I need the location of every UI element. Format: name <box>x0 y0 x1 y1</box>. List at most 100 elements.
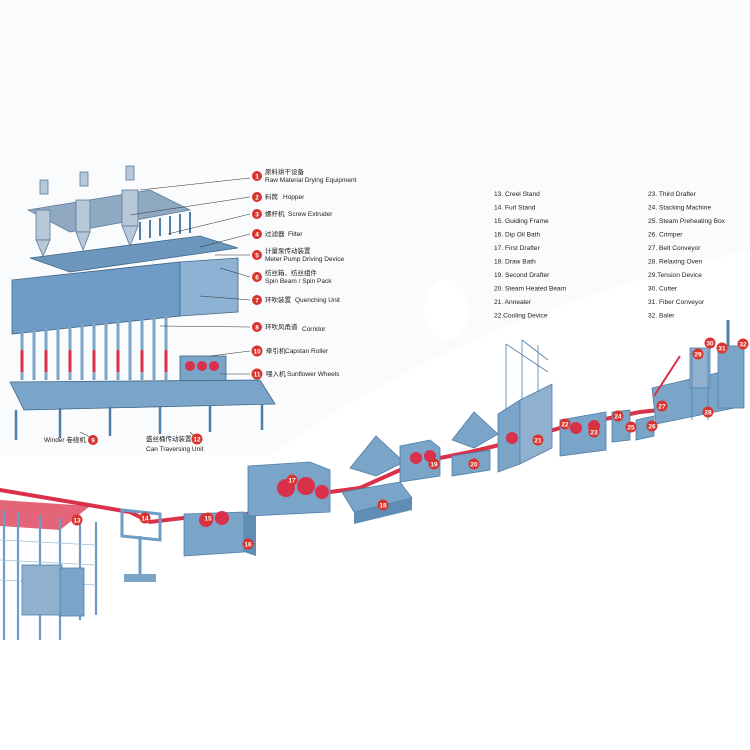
svg-text:料筒: 料筒 <box>265 192 279 201</box>
svg-text:Capstan Roller: Capstan Roller <box>285 348 329 355</box>
callout-5: 5 计量泵传动装置 Meter Pump Driving Device <box>252 246 344 263</box>
svg-text:环吹风甬道: 环吹风甬道 <box>265 322 298 331</box>
dip-oil-bath <box>183 511 256 557</box>
callout-7: 7 环吹装置 Quenching Unit <box>252 295 340 305</box>
svg-text:11: 11 <box>254 372 261 379</box>
svg-text:Can Traversing Unit: Can Traversing Unit <box>146 446 204 453</box>
callout-6: 6 纺丝箱、纺丝组件 Spin Beam / Spin Pack <box>252 268 332 285</box>
fiber-line-illustration <box>0 320 745 640</box>
legend-item: 16. Dip Oil Bath <box>494 232 541 239</box>
badge-23: 23 <box>588 426 600 438</box>
svg-text:22: 22 <box>561 422 569 429</box>
badge-18: 18 <box>377 499 389 511</box>
callout-11: 11 喂入机 Sunflower Wheels <box>251 368 340 380</box>
svg-text:Sunflower Wheels: Sunflower Wheels <box>287 371 340 378</box>
svg-text:7: 7 <box>255 298 259 305</box>
svg-text:喂入机: 喂入机 <box>266 369 286 378</box>
legend-item: 22.Cooling Device <box>494 313 548 320</box>
svg-text:32: 32 <box>739 342 747 349</box>
svg-text:16: 16 <box>244 542 252 549</box>
corridor-red-tips <box>20 350 168 372</box>
callout-2: 2 料筒 Hopper <box>252 192 305 202</box>
badge-26: 26 <box>646 420 658 432</box>
svg-text:14: 14 <box>141 516 149 523</box>
svg-text:计量泵传动装置: 计量泵传动装置 <box>265 246 311 255</box>
svg-text:3: 3 <box>255 212 259 219</box>
svg-text:20: 20 <box>470 462 478 469</box>
callout-leader-lines <box>79 177 251 439</box>
legend-item: 23. Third Drafter <box>648 191 697 198</box>
svg-text:18: 18 <box>379 503 387 510</box>
svg-text:24: 24 <box>614 414 622 421</box>
callout-8: 8 环吹风甬道 Corridor <box>252 322 326 333</box>
svg-text:30: 30 <box>706 341 714 348</box>
legend-item: 29.Tension Device <box>648 272 702 279</box>
svg-text:Quenching Unit: Quenching Unit <box>295 297 340 304</box>
svg-text:26: 26 <box>648 424 656 431</box>
callouts-bottom: Winder 卷绕机 9 盛丝桶传动装置 Can Traversing Unit… <box>44 433 204 453</box>
svg-text:4: 4 <box>255 232 259 239</box>
callout-10: 10 牵引机 Capstan Roller <box>251 345 329 357</box>
legend-item: 28. Relaxing Oven <box>648 259 703 266</box>
badge-17: 17 <box>286 474 298 486</box>
svg-text:2: 2 <box>255 195 259 202</box>
svg-text:原料烘干设备: 原料烘干设备 <box>265 167 305 176</box>
svg-text:Meter Pump Driving Device: Meter Pump Driving Device <box>265 256 344 263</box>
capstan-roller-wheels <box>185 361 219 371</box>
svg-text:8: 8 <box>255 325 259 332</box>
screw-extruder-beam <box>29 235 239 273</box>
creel-stand <box>0 500 98 640</box>
callout-1: 1 原料烘干设备 Raw Material Drying Equipment <box>252 167 357 184</box>
svg-text:螺杆机: 螺杆机 <box>265 209 285 218</box>
furl-stand <box>120 508 162 582</box>
badge-19: 19 <box>428 458 440 470</box>
legend-item: 32. Baler <box>648 313 675 320</box>
svg-text:Spin Beam / Spin Pack: Spin Beam / Spin Pack <box>265 278 332 285</box>
svg-text:9: 9 <box>91 438 95 445</box>
badge-20: 20 <box>468 458 480 470</box>
badge-16: 16 <box>242 538 254 550</box>
svg-text:5: 5 <box>255 253 259 260</box>
badge-14: 14 <box>139 512 151 524</box>
legend-item: 26. Crimper <box>648 232 683 239</box>
svg-text:Screw Extruder: Screw Extruder <box>288 211 333 218</box>
svg-text:Raw Material Drying Equipment: Raw Material Drying Equipment <box>265 177 357 184</box>
line-badges: 13 14 15 16 17 18 19 20 21 22 23 24 25 2… <box>71 337 749 550</box>
badge-29: 29 <box>692 348 704 360</box>
second-drafter <box>349 435 441 483</box>
badge-30: 30 <box>704 337 716 349</box>
legend-item: 13. Creel Stand <box>494 191 540 198</box>
badge-13: 13 <box>71 514 83 526</box>
svg-text:25: 25 <box>627 425 635 432</box>
legend-item: 14. Furl Stand <box>494 205 536 212</box>
badge-27: 27 <box>656 400 668 412</box>
legend-item: 20. Steam Heated Beam <box>494 286 567 293</box>
svg-text:17: 17 <box>288 478 296 485</box>
drying-platform <box>26 189 192 233</box>
callout-4: 4 过滤器 Filter <box>252 229 303 239</box>
svg-text:1: 1 <box>255 174 259 181</box>
legend-item: 15. Guiding Frame <box>494 218 549 225</box>
callout-12: 盛丝桶传动装置 Can Traversing Unit 12 <box>146 433 204 453</box>
legend-item: 18. Draw Bath <box>494 259 536 266</box>
housing-side <box>179 257 239 317</box>
svg-text:13: 13 <box>73 518 81 525</box>
svg-text:环吹装置: 环吹装置 <box>265 295 292 304</box>
legend-item: 19. Second Drafter <box>494 272 550 279</box>
legend-item: 21. Annealer <box>494 299 532 306</box>
svg-text:27: 27 <box>658 404 666 411</box>
badge-28: 28 <box>702 406 714 418</box>
svg-text:Corridor: Corridor <box>302 326 326 333</box>
draw-bath <box>341 481 413 524</box>
svg-text:29: 29 <box>694 352 702 359</box>
legend-item: 17. First Drafter <box>494 245 541 252</box>
callouts-top: 1 原料烘干设备 Raw Material Drying Equipment 2… <box>251 167 357 380</box>
legend-item: 27. Belt Conveyor <box>648 245 701 252</box>
spinning-plant-illustration <box>9 165 276 440</box>
badge-24: 24 <box>612 410 624 422</box>
legend-item: 24. Stacking Machine <box>648 205 711 212</box>
badge-15: 15 <box>202 512 214 524</box>
legend-item: 31. Fiber Conveyor <box>648 299 705 306</box>
callout-9: Winder 卷绕机 9 <box>44 435 98 445</box>
callout-3: 3 螺杆机 Screw Extruder <box>252 209 333 219</box>
